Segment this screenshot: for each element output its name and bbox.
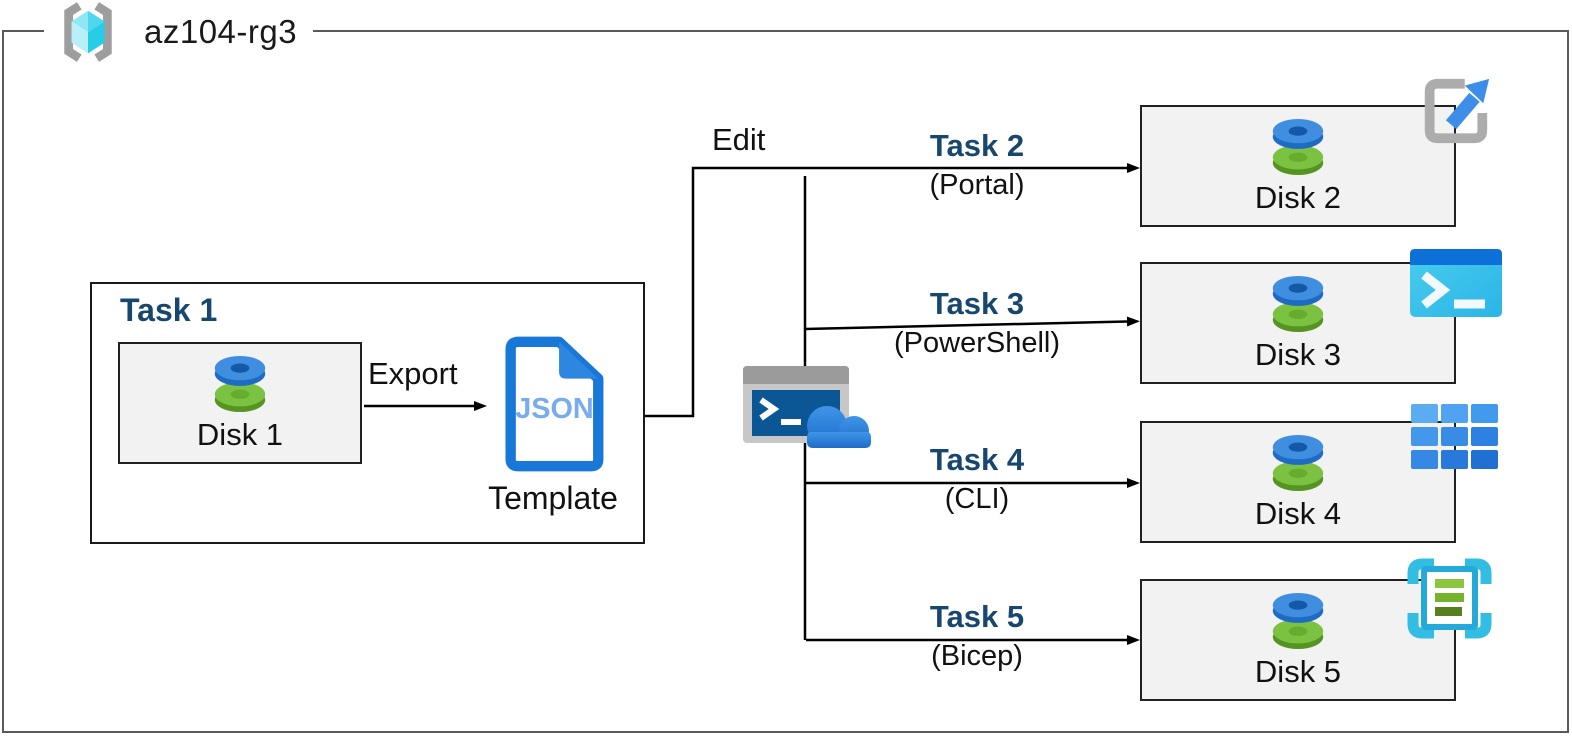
edit-task2-connector bbox=[645, 163, 1140, 418]
disk2-label: Disk 2 bbox=[1254, 180, 1342, 215]
task2-annotation: Task 2 (Portal) bbox=[857, 128, 1097, 202]
task4-method: (CLI) bbox=[944, 483, 1010, 515]
json-template-icon: JSON bbox=[505, 336, 604, 472]
resource-group-icon bbox=[64, 2, 112, 62]
task3-arrow bbox=[804, 316, 1140, 331]
disk2-box: Disk 2 bbox=[1140, 105, 1456, 227]
cli-icon bbox=[1411, 404, 1498, 469]
portal-icon bbox=[1424, 78, 1490, 144]
disk3-label: Disk 3 bbox=[1254, 337, 1342, 372]
resource-group-header: az104-rg3 bbox=[44, 0, 314, 64]
resource-group-name: az104-rg3 bbox=[144, 13, 298, 50]
managed-disk-icon bbox=[1272, 593, 1324, 649]
task3-method: (PowerShell) bbox=[894, 327, 1060, 359]
resource-group-border bbox=[2, 30, 1569, 733]
task3-annotation: Task 3 (PowerShell) bbox=[857, 286, 1097, 360]
disk3-box: Disk 3 bbox=[1140, 262, 1456, 384]
json-text: JSON bbox=[515, 393, 593, 425]
disk4-label: Disk 4 bbox=[1254, 496, 1342, 531]
disk1-box: Disk 1 bbox=[118, 342, 362, 464]
task5-annotation: Task 5 (Bicep) bbox=[857, 599, 1097, 673]
task2-label: Task 2 bbox=[929, 128, 1025, 163]
managed-disk-icon bbox=[214, 356, 266, 412]
disk5-label: Disk 5 bbox=[1254, 654, 1342, 689]
template-label: Template bbox=[488, 480, 618, 516]
managed-disk-icon bbox=[1272, 435, 1324, 491]
task5-method: (Bicep) bbox=[931, 640, 1023, 672]
task1-label: Task 1 bbox=[120, 292, 218, 328]
bicep-icon bbox=[1407, 558, 1492, 639]
managed-disk-icon bbox=[1272, 276, 1324, 332]
disk5-box: Disk 5 bbox=[1140, 579, 1456, 701]
task4-annotation: Task 4 (CLI) bbox=[857, 442, 1097, 516]
powershell-icon bbox=[1410, 249, 1502, 317]
export-label: Export bbox=[368, 356, 458, 391]
task2-method: (Portal) bbox=[929, 169, 1025, 201]
task4-label: Task 4 bbox=[929, 442, 1025, 477]
disk1-label: Disk 1 bbox=[196, 417, 284, 452]
edit-label: Edit bbox=[712, 122, 766, 157]
task3-label: Task 3 bbox=[929, 286, 1025, 321]
disk4-box: Disk 4 bbox=[1140, 421, 1456, 543]
task5-label: Task 5 bbox=[929, 599, 1025, 634]
cloud-shell-icon bbox=[743, 366, 871, 448]
managed-disk-icon bbox=[1272, 119, 1324, 175]
